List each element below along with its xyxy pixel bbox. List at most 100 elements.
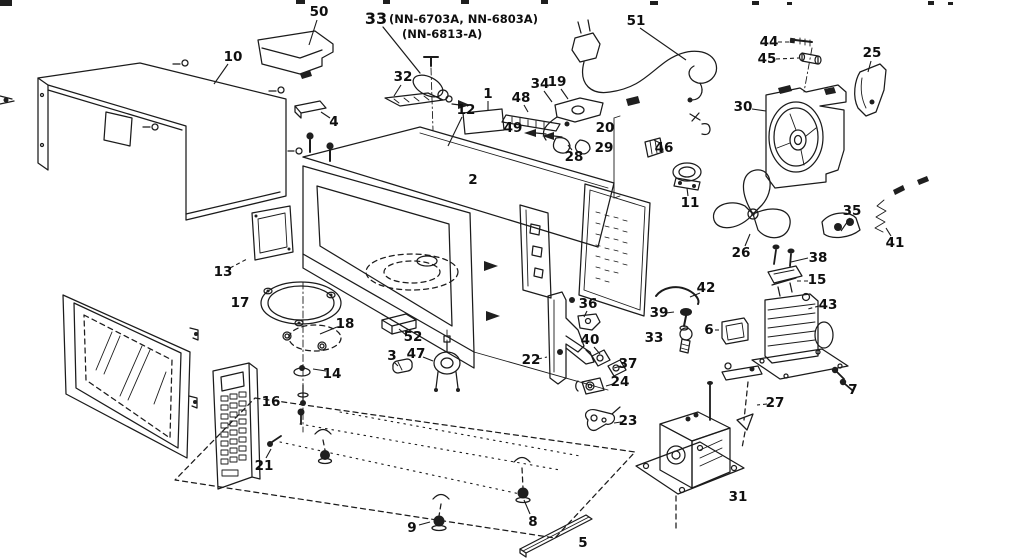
part-label-35-21: 35: [843, 203, 862, 219]
leader-line-45: [775, 57, 800, 60]
screw-and-bushing: [789, 37, 822, 65]
leader-line-27: [756, 403, 768, 406]
leader-line-18: [319, 326, 338, 335]
leader-line-9: [418, 521, 431, 526]
leader-line-50: [308, 19, 318, 46]
part-label-41-22: 41: [886, 235, 905, 251]
part-label-3-38: 3: [387, 348, 396, 364]
cord-bracket: [542, 97, 604, 141]
leader-line-28: [567, 144, 573, 151]
leader-line-3: [393, 361, 399, 367]
part-label-30-13: 30: [734, 99, 753, 115]
part-label-42-29: 42: [697, 280, 716, 296]
leader-line-11: [686, 187, 689, 197]
leader-line-26: [744, 233, 751, 247]
screw-21: [267, 435, 282, 447]
bracket-25: [854, 63, 887, 117]
part-label-20-15: 20: [596, 120, 615, 136]
leader-line-51: [639, 27, 687, 61]
edge-clip: [0, 95, 15, 105]
leader-line-10: [213, 63, 229, 85]
leader-line-23: [613, 421, 622, 424]
rating-plate: [462, 108, 505, 135]
door-switches: [575, 313, 627, 395]
part-label-8-50: 8: [528, 514, 537, 530]
part-label-45-8: 45: [758, 51, 777, 67]
bracket-23: [584, 406, 621, 432]
small-frame-panel: [251, 205, 294, 261]
part-label-5-51: 5: [578, 535, 587, 551]
part-label-26-23: 26: [732, 245, 751, 261]
part-label-48-11: 48: [512, 90, 531, 106]
part-label-16-44: 16: [262, 394, 281, 410]
part-label-7-43: 7: [848, 382, 857, 398]
part-label-4-4: 4: [329, 114, 338, 130]
part-label-6-33: 6: [704, 322, 713, 338]
capsule-part: [392, 358, 413, 374]
grommet: [644, 137, 664, 158]
power-cord: [571, 19, 718, 103]
part-label-32-2: 32: [394, 69, 413, 85]
part-label-44-7: 44: [760, 34, 779, 50]
bottom-rail: [519, 514, 593, 558]
leader-line-42: [689, 292, 701, 298]
vent-duct: [257, 30, 334, 79]
harness-wire: [655, 286, 700, 305]
part-label-34-5: 34: [531, 76, 550, 92]
part-label-50-0: 50: [310, 4, 329, 20]
title-part-number: 33: [365, 9, 387, 28]
part-label-18-32: 18: [336, 316, 355, 332]
lamp-cluster: [679, 308, 749, 354]
hook-clips: [552, 137, 591, 155]
part-label-25-9: 25: [863, 45, 882, 61]
part-label-12-12: 12: [457, 102, 476, 118]
part-label-36-28: 36: [579, 296, 598, 312]
leader-line-14: [312, 368, 327, 372]
part-label-31-48: 31: [729, 489, 748, 505]
part-label-24-42: 24: [611, 374, 630, 390]
part-label-38-24: 38: [809, 250, 828, 266]
part-label-22-40: 22: [522, 352, 541, 368]
leader-line-36: [583, 310, 588, 318]
part-label-10-1: 10: [224, 49, 243, 65]
edge-marks: [0, 0, 953, 6]
leader-line-47: [422, 356, 434, 362]
part-label-9-49: 9: [407, 520, 416, 536]
base-plate: [174, 397, 636, 539]
leader-line-12: [447, 116, 463, 147]
leader-line-25: [867, 60, 872, 73]
bracket-35-spring-41: [821, 176, 929, 239]
part-label-51-3: 51: [627, 13, 646, 29]
part-label-15-26: 15: [808, 272, 827, 288]
leader-line-21: [265, 448, 272, 459]
part-label-28-18: 28: [565, 149, 584, 165]
part-label-33-34: 33: [645, 330, 664, 346]
title-leader-line: [382, 26, 421, 74]
part-label-11-20: 11: [681, 195, 700, 211]
leader-line-41: [885, 227, 892, 237]
part-label-1-10: 1: [483, 86, 492, 102]
mounting-plate: [287, 56, 444, 162]
leader-line-38: [790, 257, 809, 263]
thermostat: [672, 162, 702, 191]
part-label-37-39: 37: [619, 356, 638, 372]
part-label-2-19: 2: [468, 172, 477, 188]
fan-assembly: [765, 47, 847, 189]
turntable-motor: [433, 329, 461, 392]
control-panel: [212, 362, 261, 490]
leader-line-40: [593, 346, 601, 355]
leader-line-24: [605, 383, 614, 387]
part-label-19-6: 19: [548, 74, 567, 90]
leader-line-32: [393, 84, 402, 97]
bracket-bar: [294, 100, 327, 119]
leader-line-37: [613, 365, 622, 369]
cavity-body: [302, 126, 651, 391]
leader-line-13: [229, 258, 248, 269]
bracket-20-29: [613, 96, 711, 199]
part-label-47-37: 47: [407, 346, 426, 362]
latch-lever: [547, 291, 595, 385]
leader-line-19: [560, 88, 569, 100]
part-label-40-36: 40: [581, 332, 600, 348]
